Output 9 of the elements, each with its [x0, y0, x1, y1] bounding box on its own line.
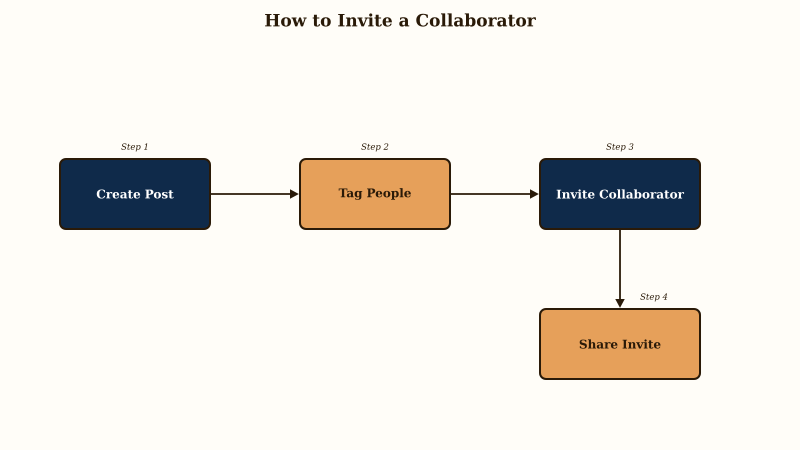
process-box: Tag People — [299, 158, 451, 230]
title: How to Invite a Collaborator — [265, 13, 536, 27]
process-box: Create Post — [59, 158, 211, 230]
step-label: Step 4 — [640, 293, 668, 302]
step-label: Step 1 — [121, 143, 148, 152]
process-box: Share Invite — [539, 308, 701, 380]
process-box: Invite Collaborator — [539, 158, 701, 230]
step-label: Step 3 — [606, 143, 634, 152]
step-label: Step 2 — [361, 143, 388, 152]
